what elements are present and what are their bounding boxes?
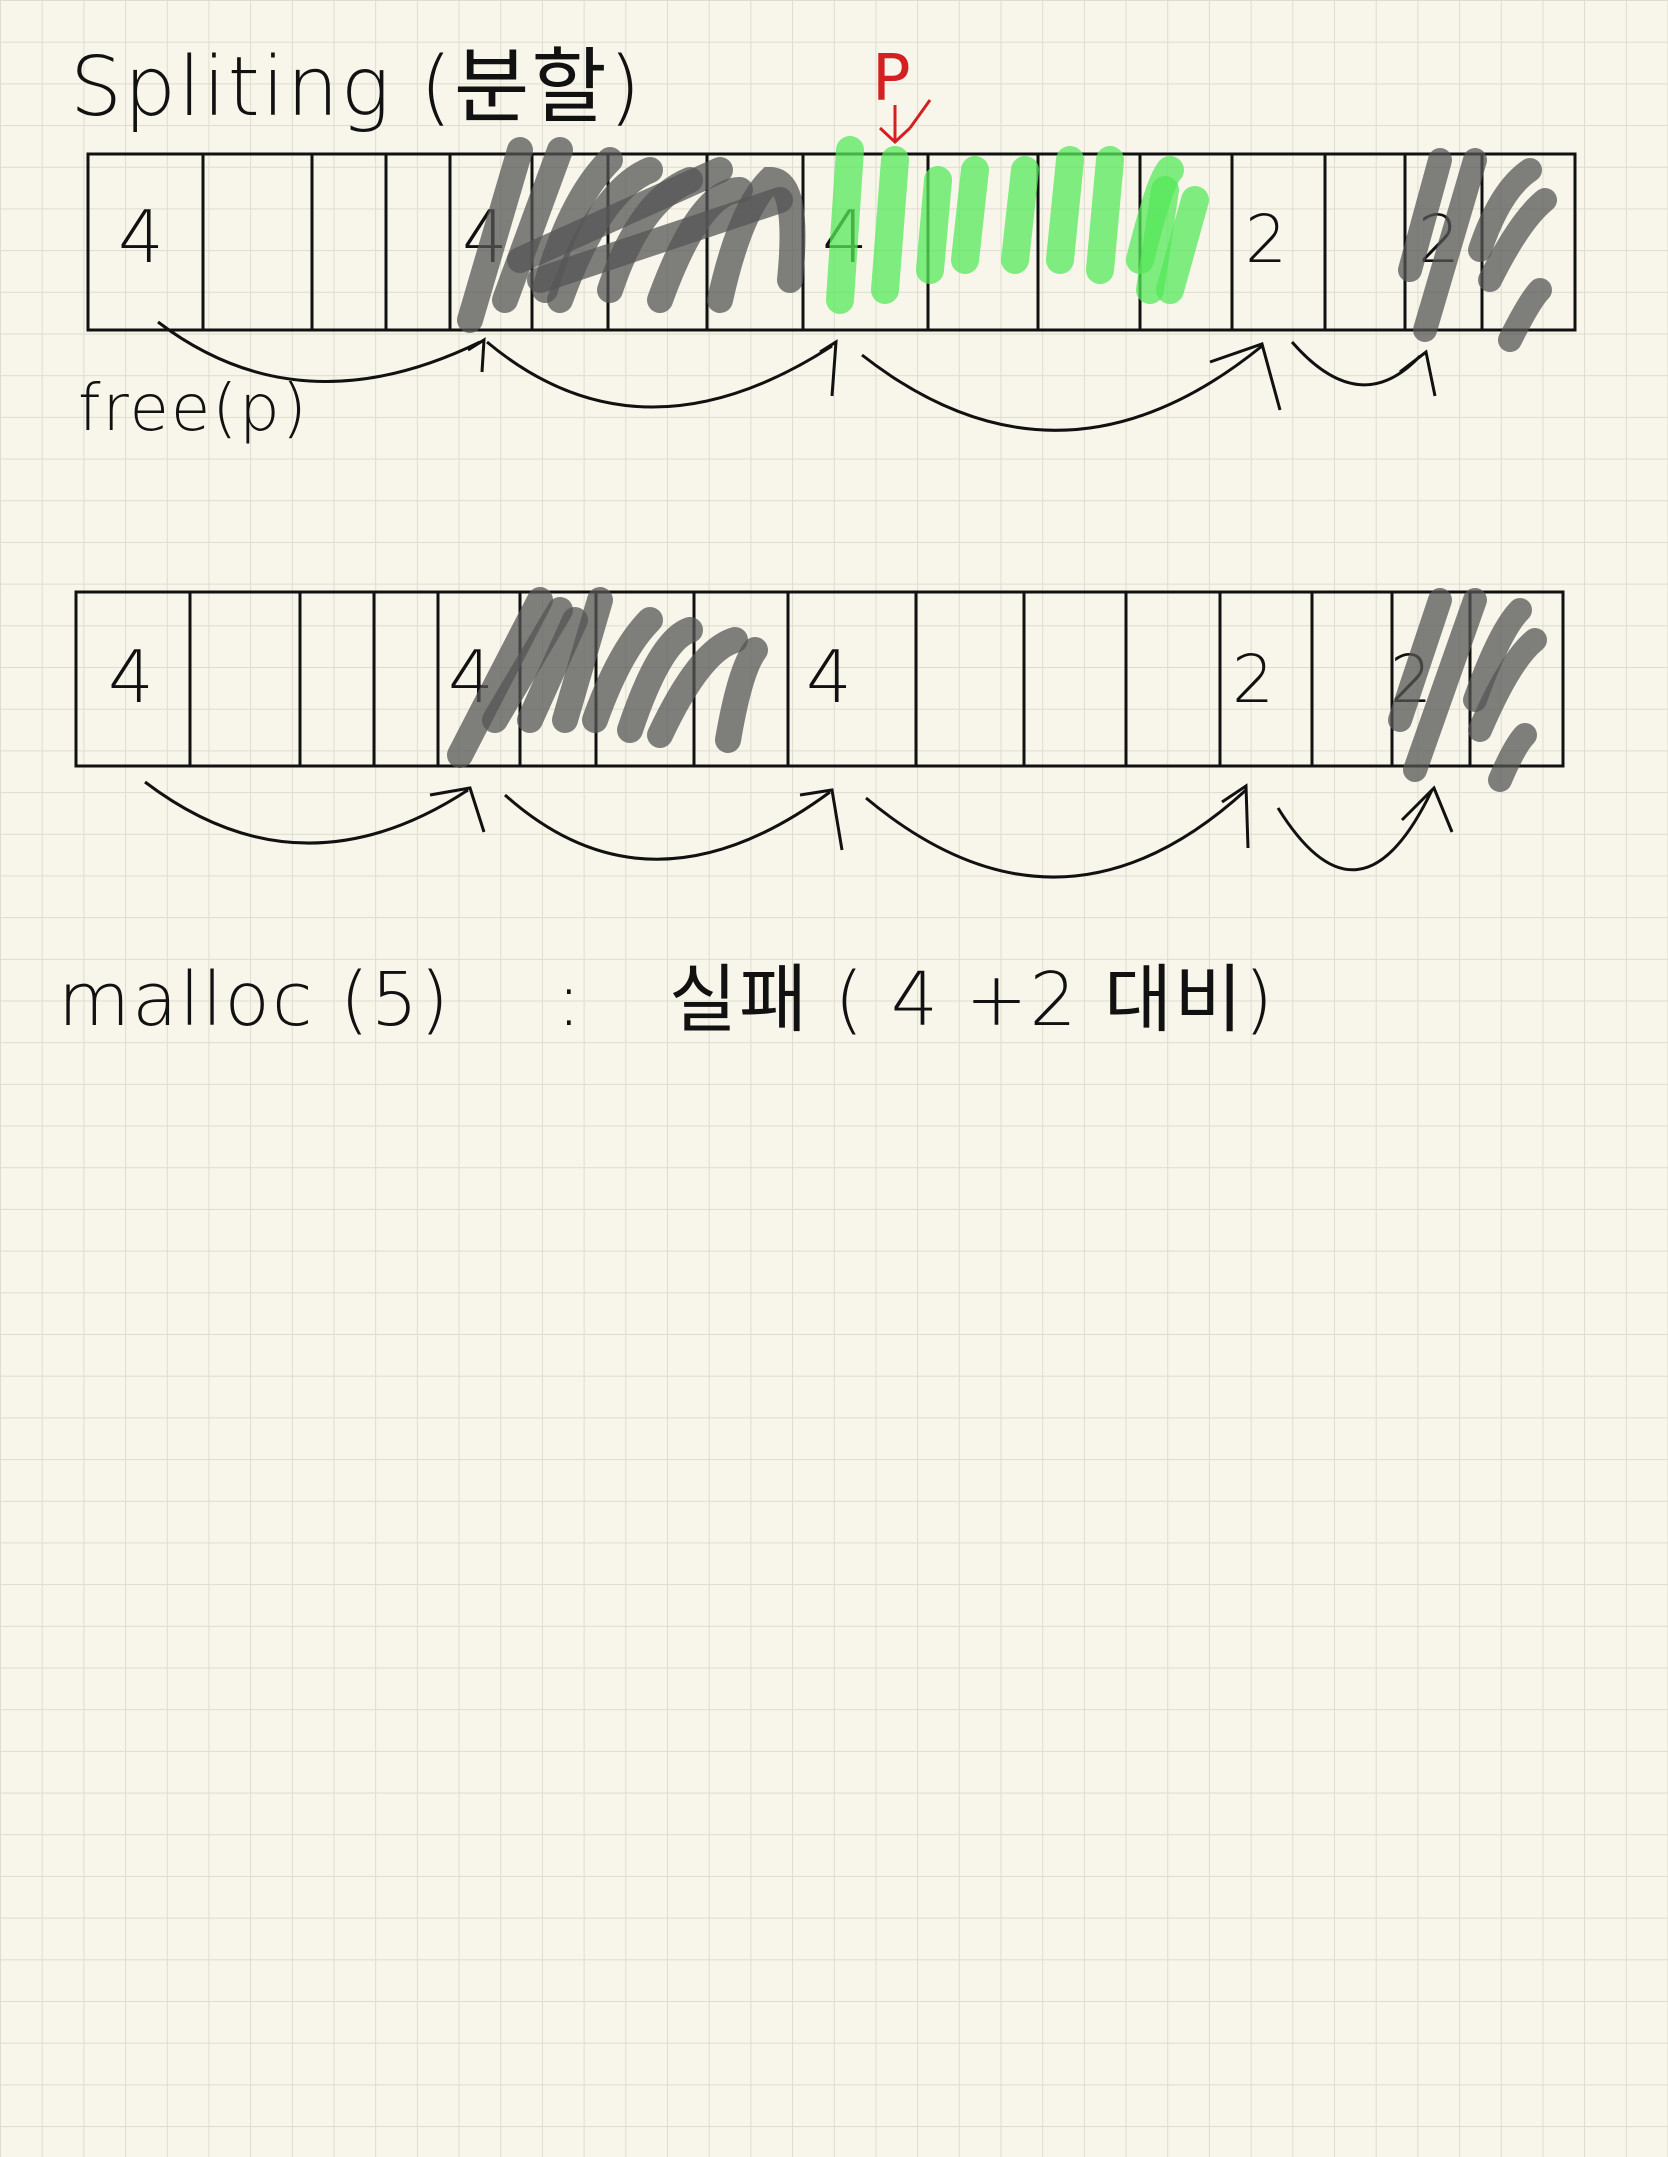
malloc-outcome: 실패 ( 4 +2 대비): [668, 957, 1276, 1043]
free-call-caption: free(p): [78, 372, 309, 446]
pointer-arrow-icon: [878, 99, 932, 145]
pointer-label: P: [872, 42, 913, 116]
cell-header: 4: [108, 635, 154, 719]
heap-row-outline: [74, 590, 1565, 768]
heap-block-row-2: 4 4 4 2 2: [74, 587, 1565, 792]
heap-block-row-1: 4 4 4 2 2: [86, 99, 1577, 352]
allocated-scribble-tail: [1388, 588, 1547, 792]
freed-highlight: [826, 136, 1209, 314]
free-list-arrows-row-2: [144, 780, 1454, 879]
result-separator: :: [556, 957, 584, 1043]
heap-row-outline: [86, 152, 1577, 332]
cell-header: 2: [1245, 201, 1287, 278]
malloc-result: malloc (5) : 실패 ( 4 +2 대비): [58, 940, 1275, 1047]
cell-header: 4: [806, 635, 852, 719]
cell-header: 2: [1232, 641, 1274, 718]
malloc-expression: malloc (5): [58, 957, 451, 1043]
cell-dividers: [201, 154, 1484, 330]
free-list-arrows-row-1: [157, 320, 1437, 432]
cell-header: 4: [118, 195, 164, 279]
allocated-scribble: [457, 137, 806, 333]
allocated-scribble-tail: [1398, 148, 1557, 352]
allocated-scribble: [447, 587, 768, 768]
page-title: Spliting (분할): [70, 40, 643, 135]
